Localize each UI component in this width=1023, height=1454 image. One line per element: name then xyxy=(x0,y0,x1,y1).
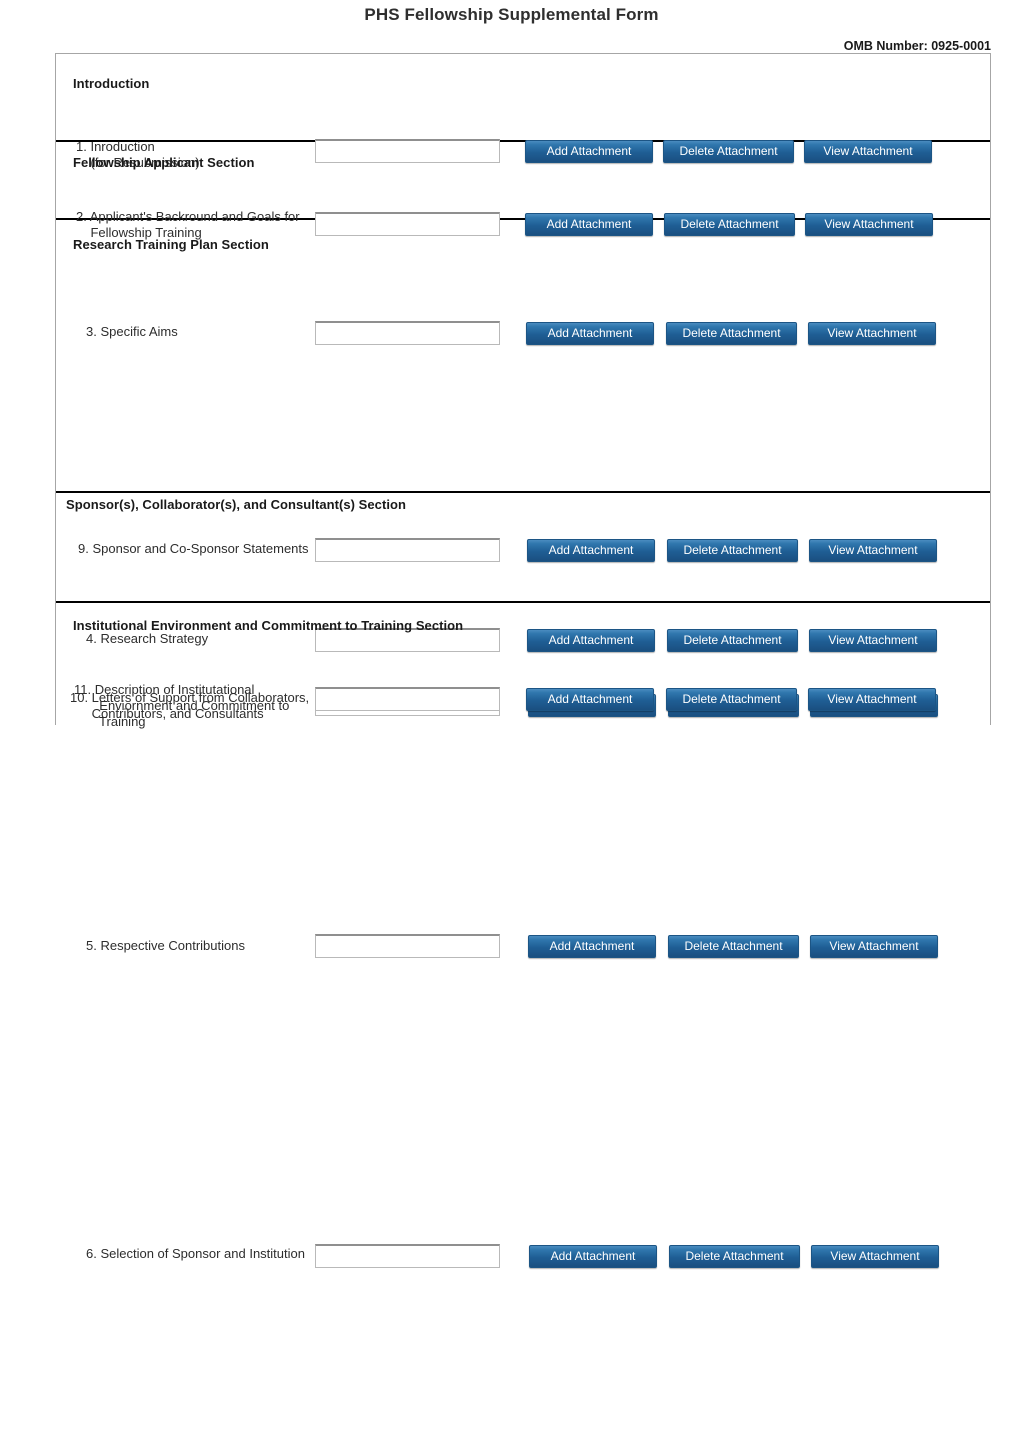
add-attachment-button-2[interactable]: Add Attachment xyxy=(525,213,653,236)
section-title-fellowship-applicant: Fellowship Applicant Section xyxy=(73,155,255,170)
delete-attachment-button-4[interactable]: Delete Attachment xyxy=(667,629,798,652)
add-attachment-button-1[interactable]: Add Attachment xyxy=(525,140,653,163)
delete-attachment-button-5[interactable]: Delete Attachment xyxy=(668,935,799,958)
attachment-row-2: 2. Applicant's Backround and Goals for F… xyxy=(56,170,990,246)
section-institutional-environment: Institutional Environment and Commitment… xyxy=(56,603,990,729)
attachment-field-9[interactable] xyxy=(315,538,500,562)
view-attachment-button-4[interactable]: View Attachment xyxy=(809,629,937,652)
attachment-field-2[interactable] xyxy=(315,212,500,236)
row-label-5: 5. Respective Contributions xyxy=(86,938,245,953)
attachment-row-7: 7. Progress Report Publication List (for… xyxy=(56,1336,990,1454)
attachment-row-9: 9. Sponsor and Co-Sponsor Statements Add… xyxy=(56,512,990,620)
row-label-6: 6. Selection of Sponsor and Institution xyxy=(86,1246,305,1261)
add-attachment-button-9[interactable]: Add Attachment xyxy=(527,539,655,562)
attachment-field-11[interactable] xyxy=(315,687,500,711)
section-sponsor-collaborator-consultant: Sponsor(s), Collaborator(s), and Consult… xyxy=(56,493,990,721)
row-label-1: 1. Inroduction (for Resubmission) xyxy=(76,139,200,170)
section-fellowship-applicant: Fellowship Applicant Section 2. Applican… xyxy=(56,142,990,240)
add-attachment-button-3[interactable]: Add Attachment xyxy=(526,322,654,345)
view-attachment-button-6[interactable]: View Attachment xyxy=(811,1245,939,1268)
section-title-introduction: Introduction xyxy=(73,76,150,91)
row-label-11: 11. Description of Institutational Envio… xyxy=(74,682,290,729)
add-attachment-button-4[interactable]: Add Attachment xyxy=(527,629,655,652)
delete-attachment-button-1[interactable]: Delete Attachment xyxy=(663,140,794,163)
section-research-training-plan: Research Training Plan Section 3. Specif… xyxy=(56,220,990,1268)
view-attachment-button-2[interactable]: View Attachment xyxy=(805,213,933,236)
attachment-field-3[interactable] xyxy=(315,321,500,345)
view-attachment-button-3[interactable]: View Attachment xyxy=(808,322,936,345)
delete-attachment-button-2[interactable]: Delete Attachment xyxy=(664,213,795,236)
add-attachment-button-11[interactable]: Add Attachment xyxy=(526,688,654,711)
row-label-4: 4. Research Strategy xyxy=(86,631,209,646)
row-label-2: 2. Applicant's Backround and Goals for F… xyxy=(76,209,300,240)
phs-fellowship-form-panel: Introduction 1. Inroduction (for Resubmi… xyxy=(55,53,991,1268)
view-attachment-button-5[interactable]: View Attachment xyxy=(810,935,938,958)
attachment-row-11: 11. Description of Institutational Envio… xyxy=(56,633,990,753)
form-title: PHS Fellowship Supplemental Form xyxy=(364,5,659,24)
attachment-field-5[interactable] xyxy=(315,934,500,958)
section-introduction: Introduction 1. Inroduction (for Resubmi… xyxy=(56,54,990,170)
attachment-row-3: 3. Specific Aims Add Attachment Delete A… xyxy=(56,252,990,523)
omb-number: OMB Number: 0925-0001 xyxy=(843,39,991,53)
view-attachment-button-9[interactable]: View Attachment xyxy=(809,539,937,562)
attachment-field-1[interactable] xyxy=(315,139,500,163)
delete-attachment-button-9[interactable]: Delete Attachment xyxy=(667,539,798,562)
row-label-3: 3. Specific Aims xyxy=(86,324,178,339)
add-attachment-button-6[interactable]: Add Attachment xyxy=(529,1245,657,1268)
row-label-10: 10. Letters of Support from Collaborator… xyxy=(70,690,310,721)
delete-attachment-button-3[interactable]: Delete Attachment xyxy=(666,322,797,345)
section-title-research-training-plan: Research Training Plan Section xyxy=(73,237,269,252)
attachment-field-4[interactable] xyxy=(315,628,500,652)
attachment-row-5: 5. Respective Contributions Add Attachme… xyxy=(56,794,990,1065)
view-attachment-button-1[interactable]: View Attachment xyxy=(804,140,932,163)
attachment-row-1: 1. Inroduction (for Resubmission) Add At… xyxy=(56,91,990,177)
delete-attachment-button-6[interactable]: Delete Attachment xyxy=(669,1245,800,1268)
view-attachment-button-11[interactable]: View Attachment xyxy=(808,688,936,711)
attachment-row-4: 4. Research Strategy Add Attachment Dele… xyxy=(56,523,990,794)
attachment-row-6: 6. Selection of Sponsor and Institution … xyxy=(56,1065,990,1336)
section-title-institutional-environment: Institutional Environment and Commitment… xyxy=(73,618,464,633)
section-title-sponsor-collaborator-consultant: Sponsor(s), Collaborator(s), and Consult… xyxy=(66,497,406,512)
add-attachment-button-5[interactable]: Add Attachment xyxy=(528,935,656,958)
row-label-9: 9. Sponsor and Co-Sponsor Statements xyxy=(78,541,309,556)
delete-attachment-button-11[interactable]: Delete Attachment xyxy=(666,688,797,711)
attachment-field-6[interactable] xyxy=(315,1244,500,1268)
